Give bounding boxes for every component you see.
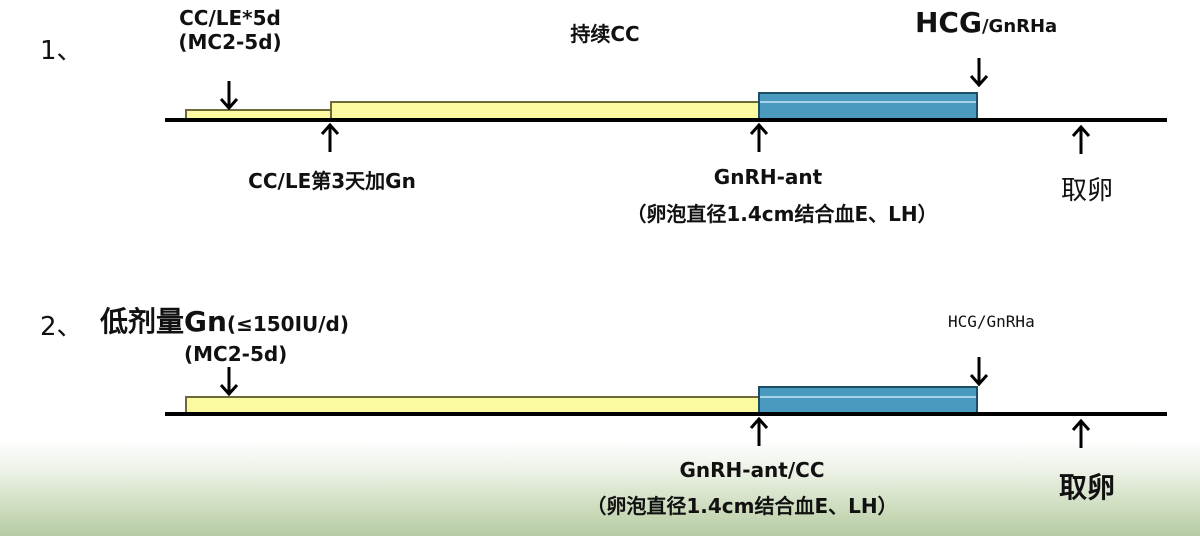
protocol-1-continue-label: 持续CC xyxy=(570,22,640,46)
protocol-1-timeline xyxy=(165,118,1167,122)
protocol-1-retrieval-label: 取卵 xyxy=(1060,176,1114,206)
protocol-1-trigger-label: HCG/GnRHa xyxy=(915,6,1058,39)
protocol-1-start-label: CC/LE*5d (MC2-5d) xyxy=(178,6,282,54)
arrow-up-icon xyxy=(1071,125,1091,155)
protocol-2-ant-bar xyxy=(758,386,978,414)
arrow-down-icon xyxy=(219,80,239,110)
protocol-2-index: 2、 xyxy=(40,312,83,342)
arrow-up-icon xyxy=(749,123,769,153)
protocol-2-retrieval-label: 取卵 xyxy=(1058,471,1116,504)
background-gradient xyxy=(0,440,1200,536)
protocol-2-start-label: (MC2-5d) xyxy=(184,342,288,366)
protocol-2-ant-label: GnRH-ant/CC xyxy=(679,458,825,482)
arrow-down-icon xyxy=(219,366,239,396)
arrow-up-icon xyxy=(320,123,340,153)
protocol-1-gn-label: CC/LE第3天加Gn xyxy=(248,169,416,193)
protocol-1-ant-label: GnRH-ant xyxy=(713,165,823,189)
protocol-2-ant-condition: （卵泡直径1.4cm结合血E、LH） xyxy=(586,494,898,518)
arrow-down-icon xyxy=(969,356,989,386)
arrow-down-icon xyxy=(969,57,989,87)
arrow-up-icon xyxy=(749,417,769,447)
protocol-2-trigger-label: HCG/GnRHa xyxy=(948,312,1035,331)
protocol-1-index: 1、 xyxy=(40,36,83,66)
protocol-1-ant-bar xyxy=(758,92,978,120)
protocol-2-timeline xyxy=(165,412,1167,416)
arrow-up-icon xyxy=(1071,419,1091,449)
protocol-2-title: 低剂量Gn(≤150IU/d) xyxy=(100,305,350,338)
protocol-1-ant-condition: （卵泡直径1.4cm结合血E、LH） xyxy=(626,202,938,226)
